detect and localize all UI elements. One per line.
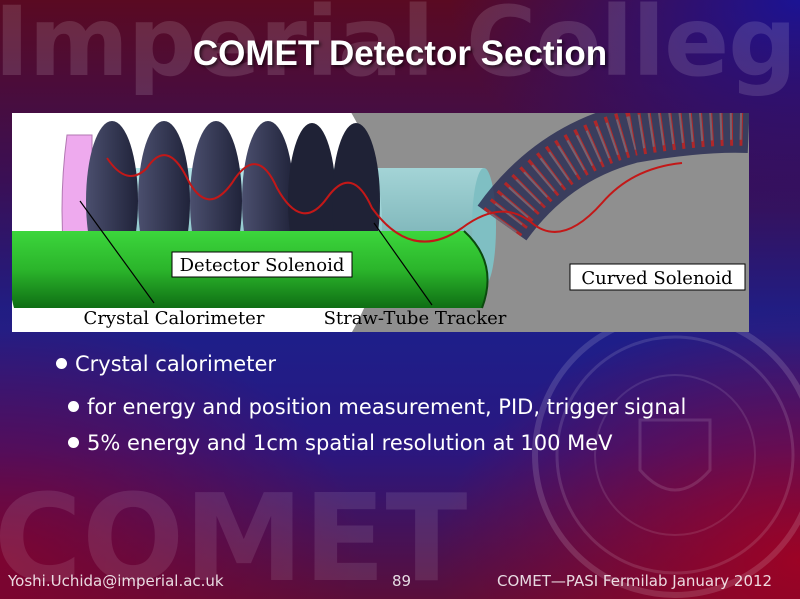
- watermark-comet: COMET: [0, 470, 468, 599]
- bullet-main-text: Crystal calorimeter: [75, 352, 277, 376]
- label-crystal-calorimeter: Crystal Calorimeter: [84, 308, 265, 329]
- bullet-dot: [68, 400, 79, 412]
- bullet-sub-1: for energy and position measurement, PID…: [68, 395, 686, 419]
- label-curved-solenoid: Curved Solenoid: [581, 268, 732, 289]
- particle-trajectory: [106, 154, 683, 243]
- bullet-dot: [56, 357, 67, 369]
- label-straw-tube-tracker: Straw-Tube Tracker: [324, 308, 507, 329]
- label-detector-solenoid: Detector Solenoid: [180, 255, 345, 276]
- footer-email: Yoshi.Uchida@imperial.ac.uk: [8, 572, 224, 590]
- footer-event: COMET—PASI Fermilab January 2012: [497, 572, 773, 590]
- bullet-sub-1-text: for energy and position measurement, PID…: [87, 395, 687, 419]
- detector-figure: Detector Solenoid Curved Solenoid Crysta…: [12, 113, 749, 332]
- bullet-dot: [68, 436, 79, 448]
- bullet-sub-2-text: 5% energy and 1cm spatial resolution at …: [87, 431, 613, 455]
- detector-illustration: Detector Solenoid Curved Solenoid Crysta…: [12, 113, 749, 332]
- watermark-imperial-college: Imperial College: [0, 0, 800, 98]
- bullet-main: Crystal calorimeter: [56, 352, 276, 376]
- bullet-sub-2: 5% energy and 1cm spatial resolution at …: [68, 431, 613, 455]
- curved-solenoid-coils: [477, 113, 749, 241]
- slide-title: COMET Detector Section: [192, 34, 608, 73]
- footer-page-number: 89: [392, 572, 412, 590]
